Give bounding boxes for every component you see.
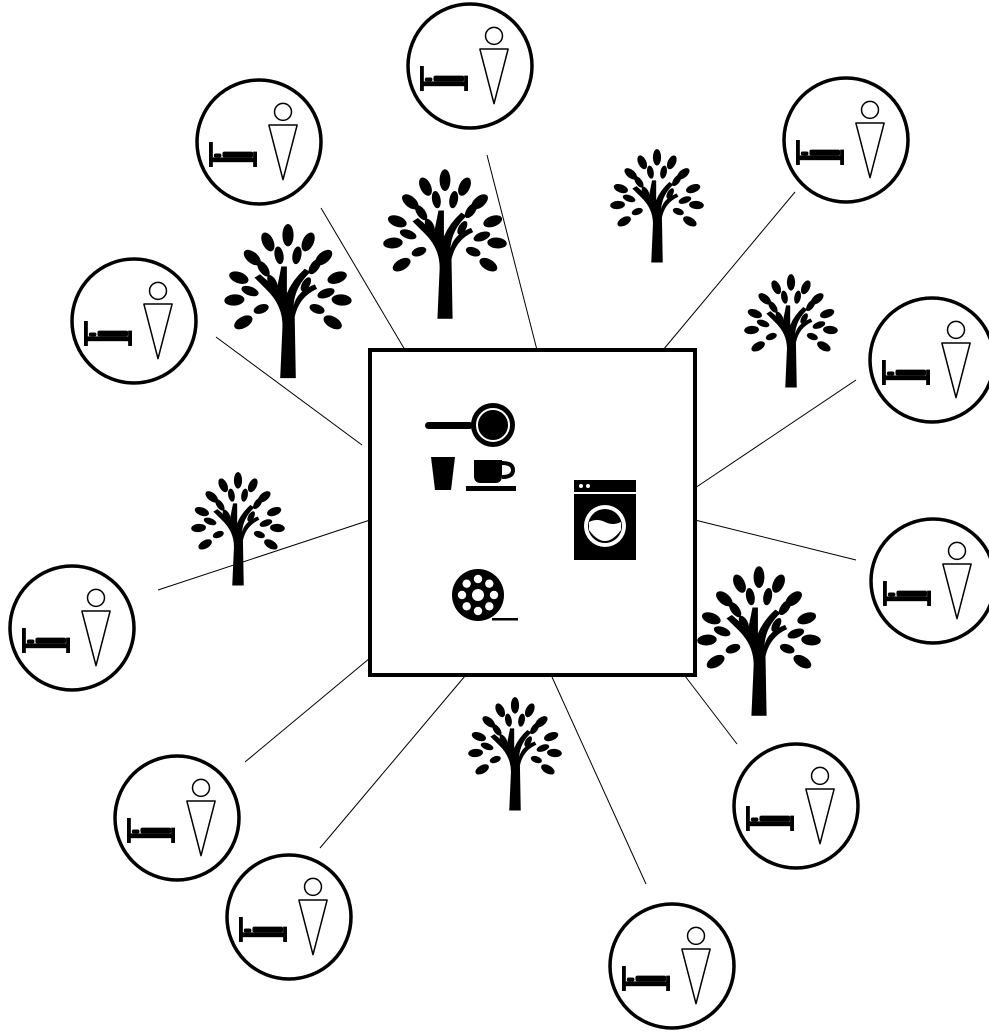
reel-hole xyxy=(462,579,471,588)
room-circle xyxy=(406,2,534,130)
tree-icon xyxy=(467,697,563,811)
room-circle xyxy=(608,902,736,1030)
cup-icon xyxy=(431,457,455,490)
reel-hole xyxy=(485,579,494,588)
tree-icon xyxy=(696,566,822,716)
connector-line xyxy=(684,675,738,745)
tree-icon xyxy=(223,224,353,379)
room-circle xyxy=(732,742,860,870)
connector-line xyxy=(319,675,466,849)
reel-hole xyxy=(473,574,483,584)
tree-icon xyxy=(190,472,286,586)
room-circle xyxy=(113,754,241,882)
private-room xyxy=(732,742,860,870)
connector-line xyxy=(215,336,363,446)
hose-reel-icon xyxy=(452,569,518,621)
common-room xyxy=(368,348,697,677)
coffee-cup-icon xyxy=(466,460,516,491)
tree-icon xyxy=(609,149,705,263)
room-circle xyxy=(225,853,353,981)
washing-machine-icon xyxy=(574,480,636,560)
private-room xyxy=(8,564,136,692)
connector-line xyxy=(486,154,538,351)
room-circle xyxy=(195,78,323,206)
common-room-box xyxy=(368,348,697,677)
reel-hole xyxy=(473,606,483,616)
connector-line xyxy=(244,657,371,763)
tree-icon xyxy=(743,274,839,388)
private-room xyxy=(608,902,736,1030)
private-room xyxy=(782,76,910,204)
reel-hole xyxy=(457,590,467,600)
reel-hole xyxy=(485,602,494,611)
private-room xyxy=(868,296,989,424)
private-room xyxy=(113,754,241,882)
connector-line xyxy=(157,519,371,591)
private-room xyxy=(70,257,198,385)
room-circle xyxy=(869,517,989,645)
connector-line xyxy=(551,676,647,885)
room-circle xyxy=(782,76,910,204)
reel-hole xyxy=(489,590,499,600)
frying-pan-icon xyxy=(425,403,515,447)
connector-line xyxy=(320,207,406,351)
tree-icon xyxy=(382,169,508,319)
private-room xyxy=(406,2,534,130)
reel-hole xyxy=(462,602,471,611)
connector-line xyxy=(662,191,796,351)
private-room xyxy=(869,517,989,645)
connector-line xyxy=(694,379,857,489)
room-circle xyxy=(8,564,136,692)
private-room xyxy=(195,78,323,206)
room-circle xyxy=(70,257,198,385)
room-circle xyxy=(868,296,989,424)
connector-line xyxy=(694,519,857,561)
private-room xyxy=(225,853,353,981)
